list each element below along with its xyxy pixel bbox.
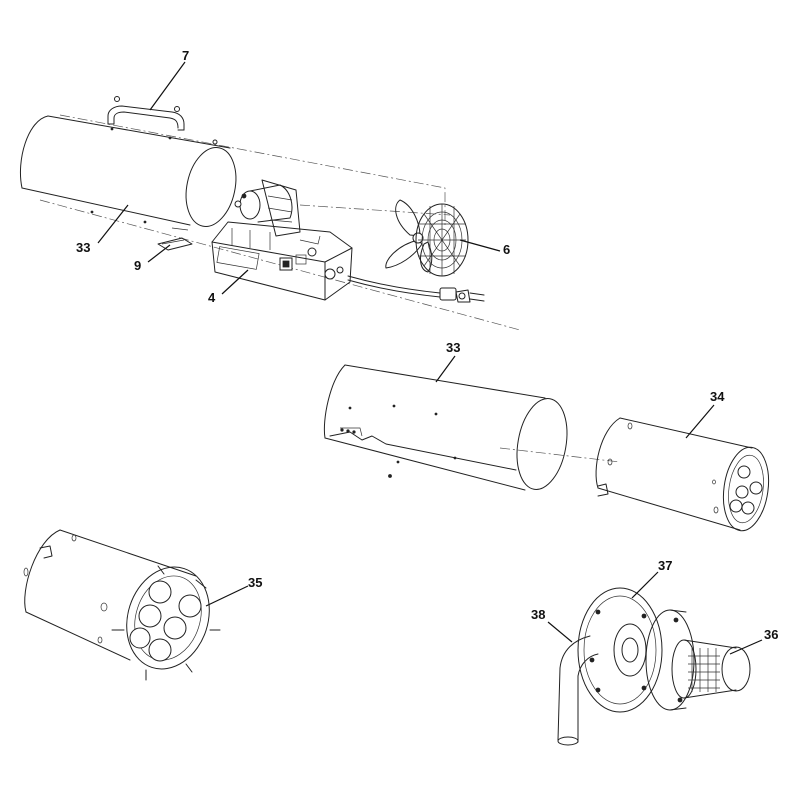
callout-33-top: 33 (76, 240, 90, 255)
inner-housing-cylinder (323, 364, 568, 491)
burner-ring (645, 609, 695, 711)
callout-9: 9 (134, 258, 141, 273)
carry-handle (107, 96, 218, 145)
callout-35: 35 (248, 575, 262, 590)
fan-blade (385, 199, 433, 273)
callout-7: 7 (182, 48, 189, 63)
callout-labels: 7 33 9 4 6 33 34 35 37 38 36 (76, 48, 778, 642)
motor-assembly (234, 179, 301, 237)
control-box (211, 221, 353, 301)
burner-head (671, 617, 751, 703)
callout-34: 34 (710, 389, 725, 404)
outer-housing-cylinder (19, 115, 237, 227)
callout-36: 36 (764, 627, 778, 642)
callout-38: 38 (531, 607, 545, 622)
combustion-chamber (595, 417, 770, 532)
burner-assembly (557, 587, 751, 746)
leader-lines (97, 61, 763, 655)
top-assembly (19, 96, 521, 331)
mounting-plate (577, 587, 663, 713)
callout-33-middle: 33 (446, 340, 460, 355)
middle-assembly (323, 364, 770, 532)
callout-4: 4 (208, 290, 216, 305)
bracket-plate (157, 227, 193, 251)
flame-tube (23, 529, 221, 681)
callout-6: 6 (503, 242, 510, 257)
callout-37: 37 (658, 558, 672, 573)
burner-perforations (688, 648, 720, 692)
power-cord (347, 275, 485, 303)
